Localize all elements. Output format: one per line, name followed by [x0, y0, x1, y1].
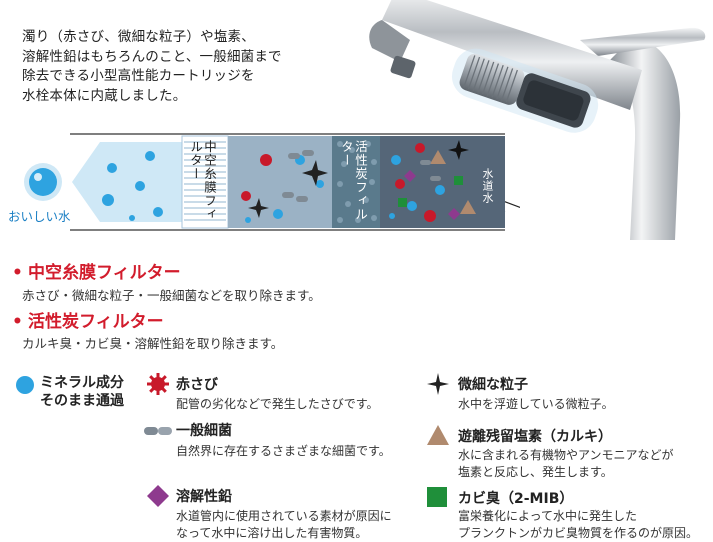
legend-bacteria-desc: 自然界に存在するさまざまな細菌です。 [176, 444, 391, 458]
filter-section-carbon: • 活性炭フィルター [12, 307, 164, 332]
legend-chlorine-title: 遊離残留塩素（カルキ） [458, 429, 612, 445]
particle-icon [427, 373, 449, 395]
legend-lead-desc: 水道管内に使用されている素材が原因に なって水中に溶け出した有害物質。 [176, 508, 392, 542]
mold-icon [427, 487, 447, 507]
intro-line: 除去できる小型高性能カートリッジを [22, 68, 255, 84]
desc-line: 富栄養化によって水中に発生した [458, 509, 638, 523]
intro-line: 溶解性鉛はもちろんのこと、一般細菌まで [22, 48, 282, 65]
legend-mold-desc: 富栄養化によって水中に発生した プランクトンがカビ臭物質を作るのが原因。 [458, 508, 698, 542]
filter-title: 中空糸膜フィルター [27, 263, 181, 283]
desc-line: プランクトンがカビ臭物質を作るのが原因。 [458, 526, 699, 540]
faucet-illustration [369, 0, 706, 240]
legend-chlorine-desc: 水に含まれる有機物やアンモニアなどが 塩素と反応し、発生します。 [458, 447, 674, 481]
legend-lead-title: 溶解性鉛 [176, 489, 232, 505]
intro-line: 濁り（赤さび、微細な粒子）や塩素、 [22, 29, 255, 45]
filter-title: 活性炭フィルター [27, 312, 164, 332]
legend-mineral-line2: そのまま通過 [40, 393, 124, 409]
mineral-icon [16, 376, 34, 394]
bullet: • [12, 263, 23, 283]
chlorine-icon [427, 425, 449, 445]
legend-bacteria-title: 一般細菌 [176, 423, 232, 439]
hollow-fiber-filter [181, 135, 229, 229]
desc-line: 塩素と反応し、発生します。 [458, 465, 613, 479]
desc-line: なって水中に溶け出した有害物質。 [176, 526, 368, 540]
legend-mineral-line1: ミネラル成分 [40, 375, 124, 391]
tap-water-label: 水道水 [481, 168, 494, 204]
rust-icon [147, 373, 169, 395]
intro-text: 濁り（赤さび、微細な粒子）や塩素、 溶解性鉛はもちろんのこと、一般細菌まで 除去… [22, 28, 352, 106]
output-water-label: おいしい水 [8, 209, 71, 224]
bullet: • [12, 312, 23, 332]
legend-rust-title: 赤さび [176, 377, 218, 393]
bacteria-icon [144, 427, 172, 435]
filter-description: カルキ臭・カビ臭・溶解性鉛を取り除きます。 [22, 336, 284, 351]
legend-rust-desc: 配管の劣化などで発生したさびです。 [176, 397, 379, 411]
desc-line: 水に含まれる有機物やアンモニアなどが [458, 448, 674, 462]
filtration-flow-diagram [24, 133, 520, 231]
carbon-filter-label: 活性炭フィルター [339, 140, 368, 221]
filter-description: 赤さび・微細な粒子・一般細菌などを取り除きます。 [22, 288, 321, 303]
legend-particle-desc: 水中を浮遊している微粒子。 [458, 397, 614, 411]
filter-section-hollow-fiber: • 中空糸膜フィルター [12, 258, 181, 283]
lead-icon [147, 485, 169, 507]
hollow-fiber-filter-label: 中空糸膜フィルター [188, 140, 217, 221]
legend-mineral: ミネラル成分 そのまま通過 [40, 374, 124, 410]
legend-mold-title: カビ臭（2-MIB） [458, 491, 574, 507]
desc-line: 水道管内に使用されている素材が原因に [176, 509, 392, 523]
legend-particle-title: 微細な粒子 [458, 377, 528, 393]
intro-line: 水栓本体に内蔵しました。 [22, 87, 187, 104]
purified-water-area [72, 142, 182, 222]
